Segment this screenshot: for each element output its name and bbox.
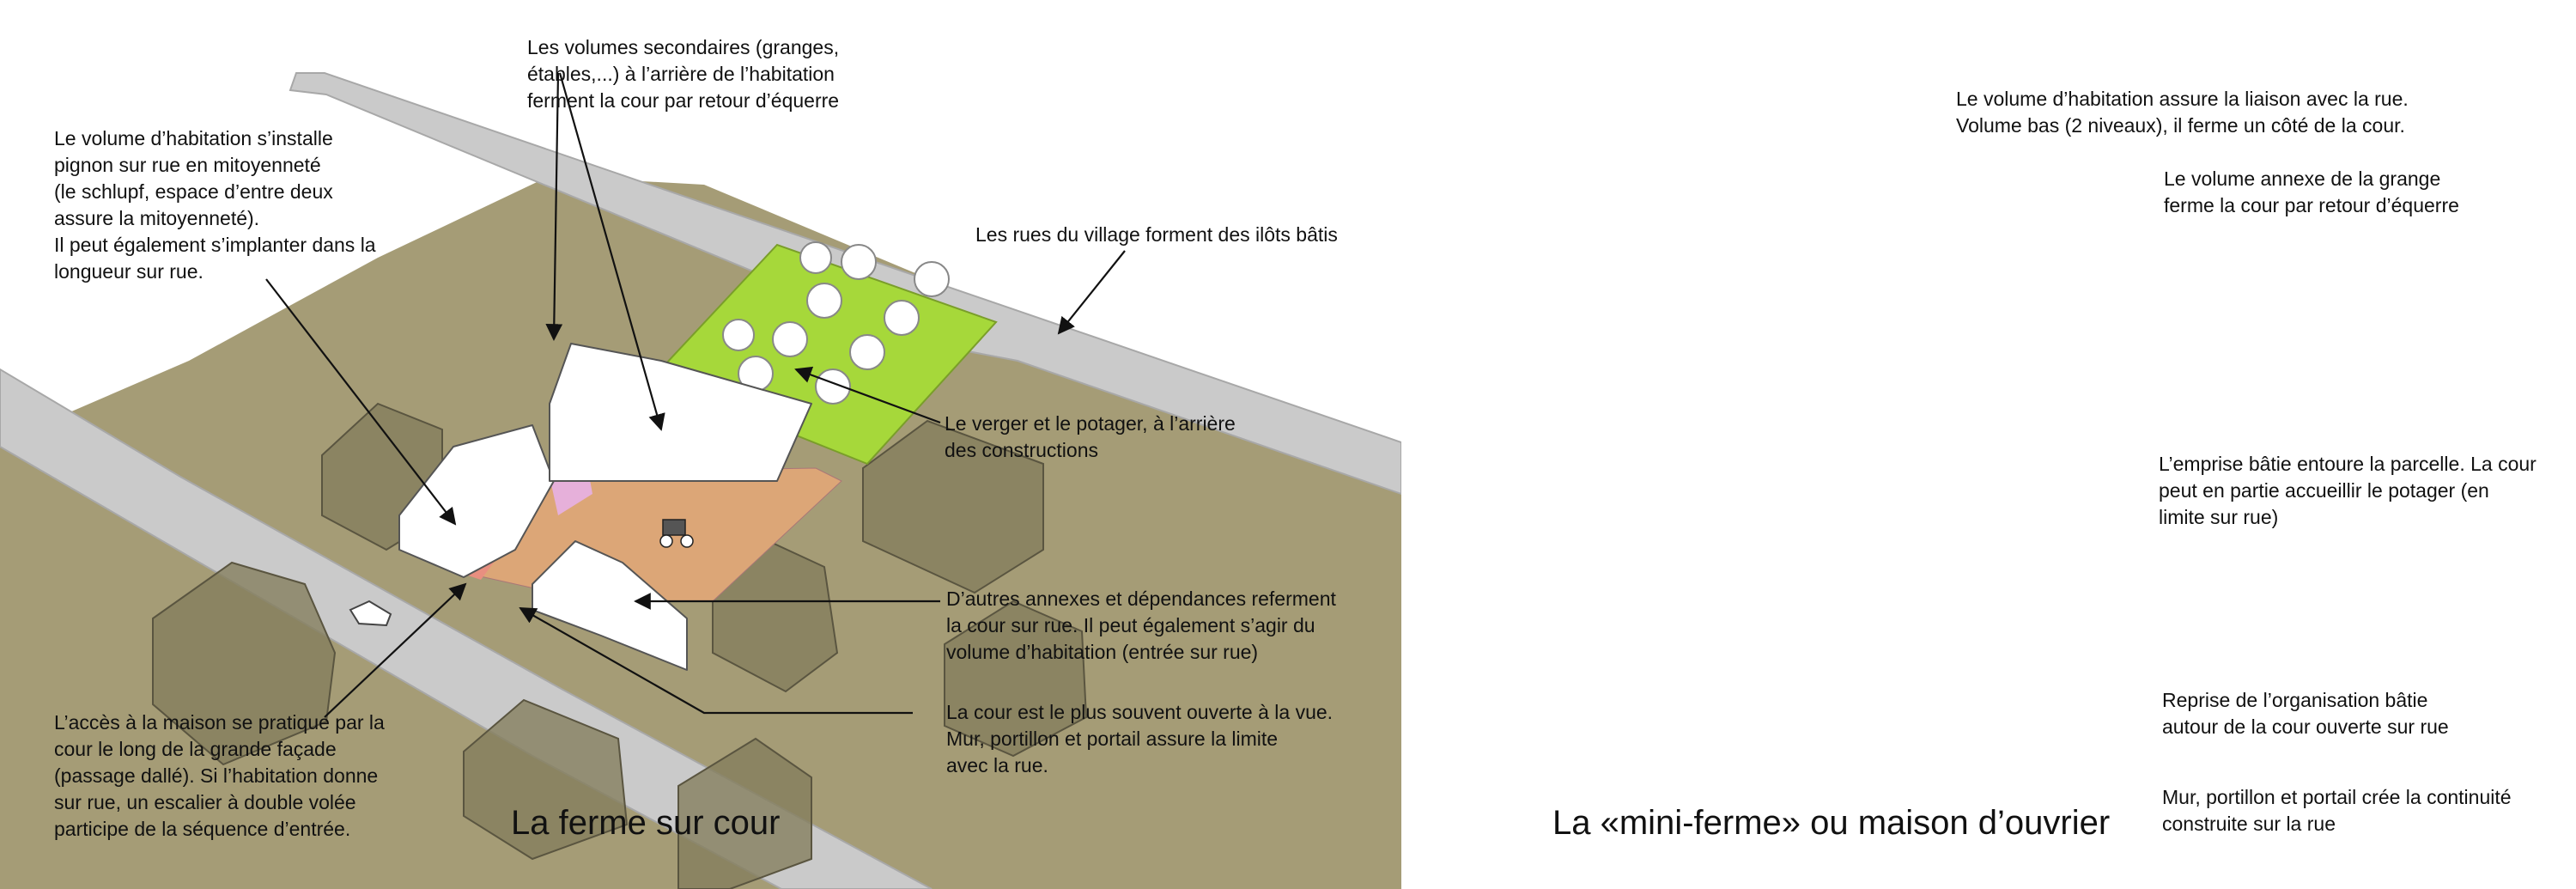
annotation-village-streets: Les rues du village forment des ilôts bâ… [975,222,1338,248]
annotation-other-annexes: D’autres annexes et dépendances refermen… [946,586,1336,666]
annotation-dwelling-link: Le volume d’habitation assure la liaison… [1956,86,2409,139]
annotation-line: Les volumes secondaires (granges, [527,36,840,58]
annotation-line: participe de la séquence d’entrée. [54,818,351,840]
annotation-organisation: Reprise de l’organisation bâtie autour d… [2162,687,2449,740]
annotation-line: Le volume d’habitation assure la liaison… [1956,88,2409,110]
annotation-line: Le volume annexe de la grange [2164,167,2441,190]
annotation-courtyard-open: La cour est le plus souvent ouverte à la… [946,699,1333,779]
annotation-line: L’accès à la maison se pratique par la [54,711,385,734]
tractor-icon [659,519,694,548]
annotation-line: construite sur la rue [2162,813,2336,835]
annotation-line: ferment la cour par retour d’équerre [527,89,840,112]
annotation-line: Les rues du village forment des ilôts bâ… [975,223,1338,246]
annex-street [532,540,688,671]
annotation-line: volume d’habitation (entrée sur rue) [946,641,1259,663]
annotation-line: Il peut également s’implanter dans la [54,234,376,256]
annotation-line: L’emprise bâtie entoure la parcelle. La … [2159,453,2537,475]
annotation-line: Le verger et le potager, à l’arrière [945,412,1236,435]
annotation-line: (passage dallé). Si l’habitation donne [54,764,379,787]
street-main-left [0,368,933,889]
annotation-line: autour de la cour ouverte sur rue [2162,715,2449,738]
annotation-secondary-volumes: Les volumes secondaires (granges, étable… [527,34,839,114]
panel-left [0,72,1401,889]
panel-title-right: La «mini-ferme» ou maison d’ouvrier [1552,804,2111,842]
annotation-barn-annex: Le volume annexe de la grange ferme la c… [2164,166,2459,219]
annotation-orchard: Le verger et le potager, à l’arrière des… [945,411,1236,464]
annotation-line: avec la rue. [946,754,1048,776]
annotation-line: étables,...) à l’arrière de l’habitation [527,63,835,85]
annotation-line: (le schlupf, espace d’entre deux [54,180,333,203]
annotation-line: Mur, portillon et portail crée la contin… [2162,786,2512,808]
annotation-line: limite sur rue) [2159,506,2279,528]
annotation-line: Volume bas (2 niveaux), il ferme un côté… [1956,114,2405,137]
annotation-line: Le volume d’habitation s’installe [54,127,333,149]
annotation-line: D’autres annexes et dépendances refermen… [946,588,1336,610]
car-icon [349,600,392,627]
annotation-line: la cour sur rue. Il peut également s’agi… [946,614,1315,636]
annotation-house-access: L’accès à la maison se pratique par la c… [54,709,385,843]
annotation-wall-gate: Mur, portillon et portail crée la contin… [2162,784,2512,837]
annotation-line: Reprise de l’organisation bâtie [2162,689,2428,711]
annotation-line: sur rue, un escalier à double volée [54,791,356,813]
annotation-dwelling-volume: Le volume d’habitation s’installe pignon… [54,125,376,285]
panel-title-left: La ferme sur cour [511,804,781,842]
annotation-footprint: L’emprise bâtie entoure la parcelle. La … [2159,451,2537,531]
annotation-line: des constructions [945,439,1098,461]
annotation-line: longueur sur rue. [54,260,204,283]
ghost-building [152,402,1088,889]
annotation-line: cour le long de la grande façade [54,738,337,760]
annotation-line: Mur, portillon et portail assure la limi… [946,728,1279,750]
dwelling-house [398,424,555,578]
annotation-line: La cour est le plus souvent ouverte à la… [946,701,1334,723]
annotation-line: assure la mitoyenneté). [54,207,260,229]
leader-lines-left [265,72,1126,718]
annotation-line: ferme la cour par retour d’équerre [2164,194,2459,216]
annotation-line: peut en partie accueillir le potager (en [2159,479,2489,502]
secondary-barn [549,343,812,482]
tree-icon [722,241,950,405]
annotation-line: pignon sur rue en mitoyenneté [54,154,321,176]
farmstead-buildings [398,343,812,671]
